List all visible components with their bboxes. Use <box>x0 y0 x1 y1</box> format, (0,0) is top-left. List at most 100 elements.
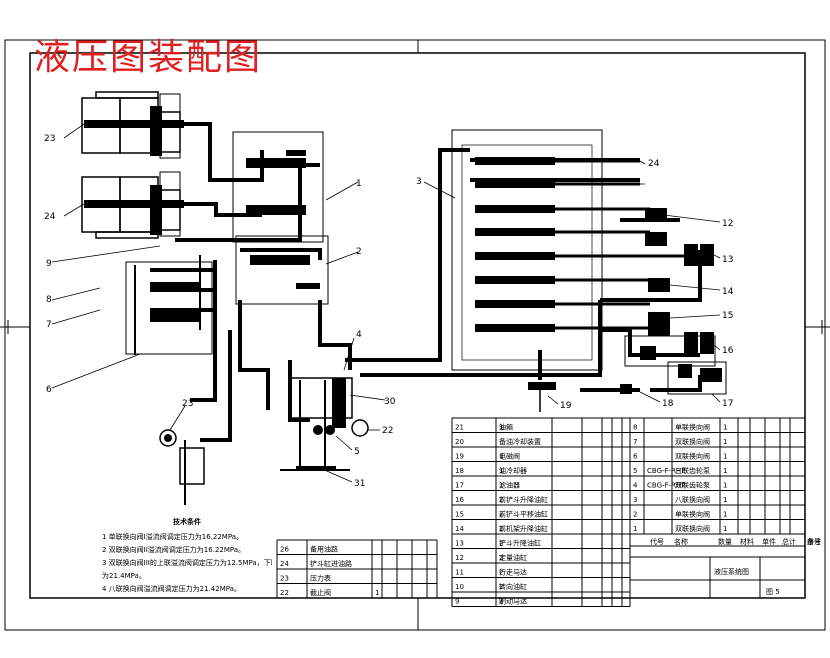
callout-3: 3 <box>416 177 422 187</box>
table-b-no: 11 <box>455 569 464 577</box>
table-c-no: 8 <box>633 424 637 432</box>
table-a-no: 23 <box>280 575 289 583</box>
table-b-qty: 2 <box>499 511 503 519</box>
table-b-qty: 2 <box>499 569 503 577</box>
callout-4: 4 <box>356 330 362 340</box>
table-b-no: 15 <box>455 511 464 519</box>
page-title: 液压图装配图 <box>34 37 263 78</box>
table-b-name: 油箱 <box>499 423 513 432</box>
table-header-cell: 总计 <box>782 537 796 546</box>
callout-10: 24 <box>44 212 56 222</box>
callout-15: 15 <box>722 311 733 321</box>
table-c-name: 双联换向阀 <box>675 437 710 446</box>
table-c-no: 6 <box>633 453 638 461</box>
table-b-name: 滤油器 <box>499 481 520 490</box>
table-b-no: 10 <box>455 583 464 591</box>
table-c-code: CBG-F-RHP <box>647 482 685 490</box>
sheet-number: 图 5 <box>766 588 780 596</box>
callout-24: 24 <box>648 159 660 169</box>
note-line: 1 单联换向阀I溢流阀调定压力为16.22MPa。 <box>102 533 244 541</box>
callout-22: 22 <box>382 426 393 436</box>
table-c-no: 5 <box>633 467 637 475</box>
table-b-no: 21 <box>455 424 464 432</box>
table-c-no: 4 <box>633 482 638 490</box>
callout-5: 5 <box>354 447 360 457</box>
table-b-qty: 2 <box>499 540 503 548</box>
table-a-no: 26 <box>280 546 289 554</box>
table-b-name: 行走马达 <box>499 568 527 577</box>
callout-13: 13 <box>722 255 733 265</box>
callout-14: 14 <box>722 287 734 297</box>
callout-19: 19 <box>560 401 572 411</box>
table-b-qty: 2 <box>499 525 503 533</box>
callout-7: 7 <box>46 320 52 330</box>
table-header-cell: 名称 <box>674 537 688 546</box>
table-a-name: 铲斗缸进油路 <box>310 559 352 568</box>
callout-17: 17 <box>722 399 733 409</box>
note-line: 4 八联换向阀溢流阀调定压力为21.42MPa。 <box>102 585 241 593</box>
table-c-name: 双联齿轮泵 <box>675 481 710 490</box>
table-b-no: 14 <box>455 525 464 533</box>
table-c-no: 1 <box>633 525 637 533</box>
callout-23: 23 <box>182 399 193 409</box>
table-a-name: 压力表 <box>310 574 331 583</box>
table-b-no: 12 <box>455 554 464 562</box>
notes-title: 技术条件 <box>173 518 201 526</box>
table-header-cell: 代号 <box>650 537 664 546</box>
drawing-title: 液压系统图 <box>714 567 749 576</box>
table-header-cell: 单件 <box>762 537 776 546</box>
table-c-code: CBG-F-RHP <box>647 467 685 475</box>
table-c-qty: 1 <box>723 467 727 475</box>
table-b-name: 制动马达 <box>499 597 527 606</box>
table-b-qty: 1 <box>499 467 503 475</box>
callout-8: 8 <box>46 295 52 305</box>
table-b-qty: 2 <box>499 598 503 606</box>
table-b-name: 电磁阀 <box>499 452 520 461</box>
table-a-qty: 1 <box>375 589 379 597</box>
note-line: 2 双联换向阀II溢流阀调定压力为16.22MPa。 <box>102 546 246 554</box>
table-b-name: 备油冷却装置 <box>499 437 541 446</box>
table-a-no: 24 <box>280 560 289 568</box>
table-b-no: 9 <box>455 598 459 606</box>
table-a-name: 截止阀 <box>310 588 331 597</box>
table-b-name: 前机架升降油缸 <box>499 524 548 533</box>
table-header-cell: 序号 <box>807 537 821 546</box>
table-c-qty: 1 <box>723 482 727 490</box>
table-b-name: 转向油缸 <box>499 582 527 591</box>
table-header-cell: 材料 <box>740 537 754 546</box>
table-c-qty: 1 <box>723 453 727 461</box>
table-b-qty: 1 <box>499 453 503 461</box>
table-header-cell: 数量 <box>718 537 732 546</box>
table-c-no: 2 <box>633 511 637 519</box>
table-b-no: 20 <box>455 438 464 446</box>
table-b-qty: 2 <box>499 583 503 591</box>
table-c-qty: 1 <box>723 525 727 533</box>
callout-16: 16 <box>722 346 734 356</box>
callout-2: 2 <box>356 247 362 257</box>
note-line: 为21.4MPa。 <box>102 572 146 580</box>
table-b-no: 16 <box>455 496 464 504</box>
table-c-qty: 1 <box>723 496 727 504</box>
table-b-qty: 2 <box>499 496 503 504</box>
table-c-qty: 1 <box>723 424 727 432</box>
table-c-qty: 1 <box>723 511 727 519</box>
table-c-name: 单联换向阀 <box>675 423 710 432</box>
table-b-qty: 1 <box>499 424 503 432</box>
table-c-qty: 1 <box>723 438 727 446</box>
table-c-name: 双联换向阀 <box>675 452 710 461</box>
table-b-no: 17 <box>455 482 464 490</box>
callout-31: 31 <box>354 479 365 489</box>
table-b-no: 19 <box>455 453 464 461</box>
table-c-name: 单联换向阀 <box>675 510 710 519</box>
table-b-no: 18 <box>455 467 464 475</box>
table-b-name: 定量油缸 <box>499 553 527 562</box>
callout-18: 18 <box>662 399 674 409</box>
table-c-no: 3 <box>633 496 637 504</box>
table-a-name: 备用油路 <box>310 545 338 554</box>
table-b-name: 前铲斗平移油缸 <box>499 510 548 519</box>
table-b-no: 13 <box>455 540 464 548</box>
table-c-name: 三联齿轮泵 <box>675 466 710 475</box>
note-line: 3 双联换向阀III的上联溢流阀调定压力为12.5MPa，下联 <box>102 559 272 567</box>
